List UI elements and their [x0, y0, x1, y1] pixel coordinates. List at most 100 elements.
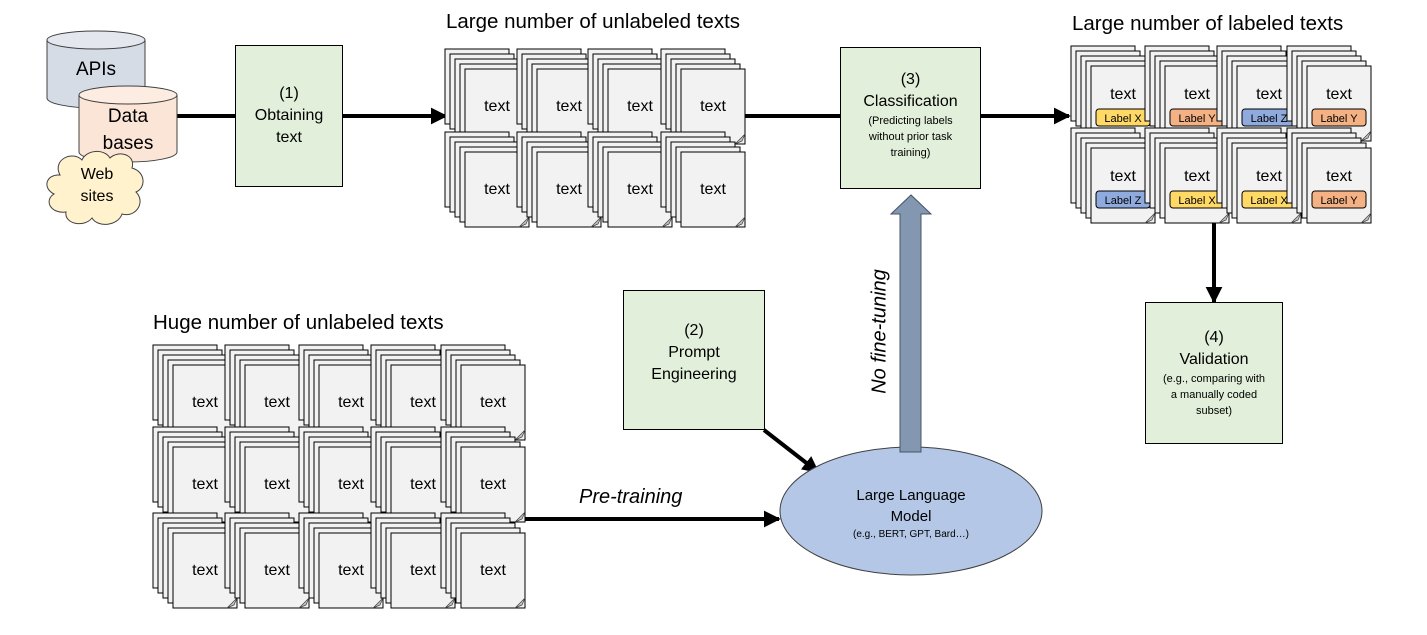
label-badge-text: Label Y	[1320, 195, 1358, 207]
llm-label: Large Language Model (e.g., BERT, GPT, B…	[800, 485, 1022, 543]
step-subtitle: subset)	[1195, 405, 1233, 417]
label-badge-text: Label X	[1104, 113, 1142, 125]
document-text: text	[264, 562, 290, 579]
document-text: text	[410, 562, 436, 579]
folded-corner-icon	[734, 133, 746, 145]
label-badge-text: Label Z	[1251, 113, 1288, 125]
folded-corner-icon	[372, 597, 384, 609]
document-front-sheet	[244, 446, 310, 523]
huge-unlabeled-document-stack: text	[440, 426, 526, 523]
document-front-sheet	[244, 532, 310, 609]
folded-corner-icon	[514, 429, 526, 441]
step-subtitle: (e.g., comparing with	[1162, 373, 1266, 385]
label-badge	[1311, 190, 1367, 209]
huge-unlabeled-document-stack: text	[298, 512, 384, 609]
huge-unlabeled-document-stack: text	[440, 512, 526, 609]
edge-prompt-to-llm	[762, 428, 820, 474]
document-text: text	[410, 476, 436, 493]
label-badge-text: Label Z	[1105, 195, 1142, 207]
document-text: text	[410, 394, 436, 411]
document-text: text	[480, 394, 506, 411]
step-title: Classification	[863, 93, 958, 110]
document-text: text	[480, 562, 506, 579]
document-front-sheet	[1090, 147, 1156, 224]
unlabeled-document-stack: text	[587, 131, 673, 228]
step-subtitle: training)	[890, 147, 931, 159]
step-title: Obtaining	[254, 107, 324, 124]
unlabeled-document-stack: text	[444, 48, 530, 145]
heading-unlabeled-texts: Large number of unlabeled texts	[446, 10, 741, 33]
no-finetuning-arrow	[889, 194, 933, 453]
step-title: Engineering	[651, 366, 737, 383]
unlabeled-document-stack: text	[660, 131, 746, 228]
pretraining-label: Pre-training	[579, 486, 683, 508]
label-badge-text: Label X	[1250, 195, 1288, 207]
huge-unlabeled-document-stack: text	[224, 426, 310, 523]
huge-unlabeled-document-stack: text	[298, 344, 384, 441]
document-text: text	[338, 394, 364, 411]
huge-unlabeled-document-stack: text	[152, 344, 238, 441]
document-text: text	[627, 98, 653, 115]
folded-corner-icon	[1360, 212, 1372, 224]
document-text: text	[1326, 86, 1352, 103]
label-badge-text: Label X	[1178, 195, 1216, 207]
folded-corner-icon	[1290, 212, 1302, 224]
folded-corner-icon	[590, 216, 602, 228]
document-text: text	[1110, 86, 1136, 103]
step-validation: (4) Validation (e.g., comparing with a m…	[1145, 302, 1283, 444]
llm-title-line1: Large Language	[856, 487, 966, 504]
folded-corner-icon	[514, 597, 526, 609]
apis-text: APIs	[75, 59, 117, 80]
step-title: Validation	[1179, 351, 1249, 368]
llm-examples: (e.g., BERT, GPT, Bard…)	[853, 529, 969, 540]
huge-unlabeled-document-stack: text	[440, 344, 526, 441]
folded-corner-icon	[444, 597, 456, 609]
apis-label: APIs	[47, 56, 145, 83]
heading-huge-unlabeled-texts: Huge number of unlabeled texts	[153, 311, 444, 334]
llm-title-line2: Model	[890, 508, 932, 525]
folded-corner-icon	[518, 216, 530, 228]
step-number: (4)	[1204, 329, 1224, 346]
folded-corner-icon	[514, 511, 526, 523]
websites-label: Web sites	[52, 164, 142, 208]
unlabeled-document-stack: text	[660, 48, 746, 145]
folded-corner-icon	[1218, 212, 1230, 224]
document-text: text	[1256, 168, 1282, 185]
step-obtaining-text: (1) Obtaining text	[235, 45, 343, 187]
huge-unlabeled-document-stack: text	[152, 512, 238, 609]
document-text: text	[484, 98, 510, 115]
folded-corner-icon	[226, 597, 238, 609]
unlabeled-document-stack: text	[444, 131, 530, 228]
step-title: text	[276, 129, 302, 146]
label-badge	[1311, 108, 1367, 127]
label-badge-text: Label Y	[1178, 113, 1216, 125]
document-front-sheet	[460, 446, 526, 523]
document-text: text	[1184, 86, 1210, 103]
huge-unlabeled-document-stack: text	[298, 426, 384, 523]
document-text: text	[700, 181, 726, 198]
label-badge-text: Label Y	[1320, 113, 1358, 125]
step-subtitle: without prior task	[868, 131, 953, 143]
step-title: Prompt	[668, 344, 720, 361]
document-text: text	[1110, 168, 1136, 185]
document-text: text	[1326, 168, 1352, 185]
document-text: text	[484, 181, 510, 198]
databases-text-line1: Data	[107, 106, 149, 127]
document-text: text	[1184, 168, 1210, 185]
document-front-sheet	[460, 532, 526, 609]
step-subtitle: (Predicting labels	[868, 115, 953, 127]
folded-corner-icon	[1144, 212, 1156, 224]
unlabeled-document-stack: text	[587, 48, 673, 145]
step-number: (3)	[900, 71, 921, 88]
document-front-sheet	[1306, 147, 1372, 224]
document-text: text	[264, 394, 290, 411]
databases-label: Data bases	[79, 103, 177, 157]
step-classification: (3) Classification (Predicting labels wi…	[840, 47, 981, 189]
folded-corner-icon	[1360, 130, 1372, 142]
document-text: text	[192, 562, 218, 579]
